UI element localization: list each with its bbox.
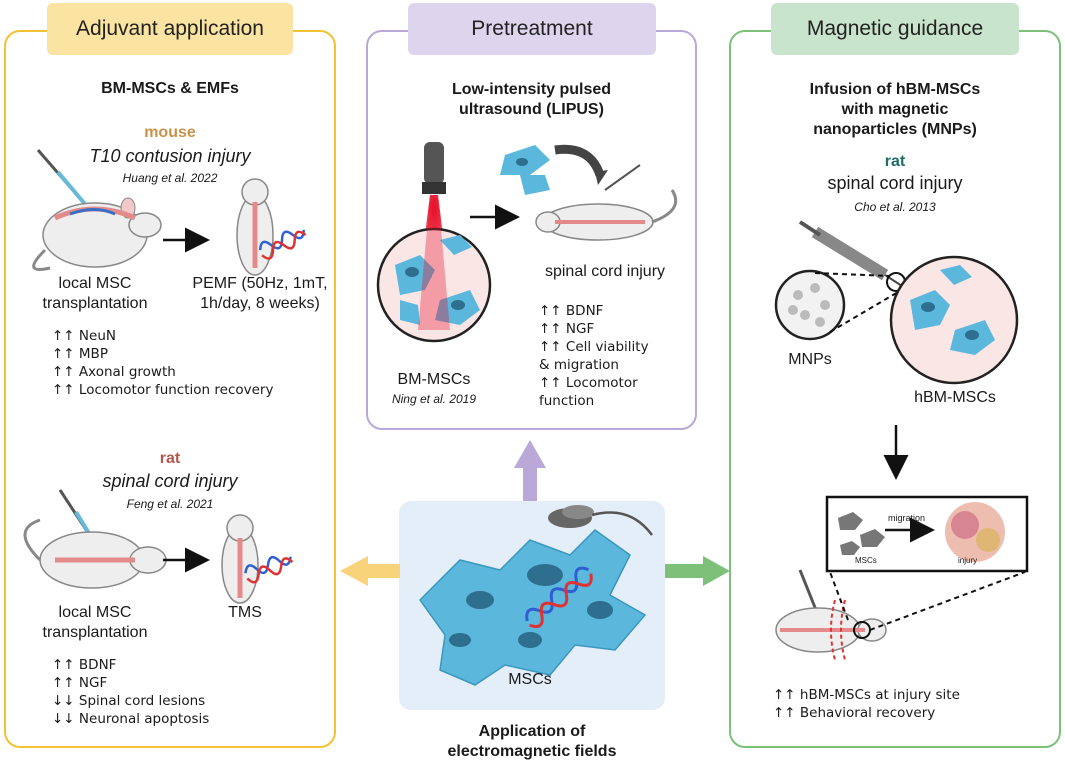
- bm-mscs-label: BM-MSCs: [397, 371, 471, 388]
- rat-right-label: TMS: [228, 604, 262, 621]
- mouse-right-label: PEMF (50Hz, 1mT, 1h/day, 8 weeks): [187, 274, 333, 314]
- arrow-to-pretreatment: [514, 440, 546, 501]
- inset-migration-label: migration: [888, 513, 926, 523]
- arrow-to-magnetic: [665, 556, 730, 586]
- rat-left-label: local MSC transplantation: [20, 603, 170, 643]
- effect-item: function: [539, 393, 595, 409]
- mouse-pemf-illustration: [236, 178, 307, 276]
- adjuvant-subtitle: BM-MSCs & EMFs: [101, 80, 239, 97]
- magnetic-injury-label: spinal cord injury: [827, 173, 963, 193]
- effect-item: ↑↑ NeuN: [52, 328, 116, 344]
- center-mscs-label: MSCs: [508, 671, 552, 688]
- pretreatment-effects-list: ↑↑ BDNF ↑↑ NGF ↑↑ Cell viability & migra…: [539, 302, 649, 410]
- mouse-left-label-line2: transplantation: [42, 295, 148, 312]
- bm-mscs-circle-illustration: [376, 195, 492, 343]
- rat-transplant-illustration: [23, 489, 167, 589]
- rat-left-label-line2: transplantation: [42, 624, 148, 641]
- effect-item: ↑↑ Locomotor: [539, 375, 638, 391]
- mouse-species-label: mouse: [144, 124, 196, 141]
- magnetic-effects-list: ↑↑ hBM-MSCs at injury site ↑↑ Behavioral…: [773, 686, 960, 722]
- rat-species-label-right: rat: [884, 153, 906, 170]
- effect-item: ↑↑ BDNF: [52, 657, 117, 673]
- mouse-right-label-line2: 1h/day, 8 weeks): [200, 295, 320, 312]
- effect-item: ↑↑ Locomotor function recovery: [52, 382, 274, 398]
- center-caption-line2: electromagnetic fields: [447, 743, 617, 760]
- center-mscs-illustration: [419, 505, 654, 686]
- magnetic-subtitle-line3: nanoparticles (MNPs): [813, 121, 977, 138]
- pretreatment-injury-label: spinal cord injury: [544, 263, 666, 280]
- mouse-left-label-line1: local MSC: [58, 275, 132, 292]
- migration-inset: [825, 495, 1029, 573]
- rat-left-label-line1: local MSC: [58, 604, 132, 621]
- arrow-to-adjuvant: [340, 556, 400, 586]
- magnetic-header: Magnetic guidance: [771, 3, 1019, 55]
- effect-item: ↑↑ NGF: [52, 675, 108, 691]
- magnetic-subtitle: Infusion of hBM-MSCs with magnetic nanop…: [729, 80, 1061, 140]
- syringe-mnps-illustration: [774, 220, 1019, 385]
- mouse-left-label: local MSC transplantation: [20, 274, 170, 314]
- effect-item: & migration: [539, 357, 619, 373]
- effect-item: ↓↓ Spinal cord lesions: [52, 693, 206, 709]
- adjuvant-panel: [4, 30, 336, 748]
- effect-item: ↑↑ Cell viability: [539, 339, 649, 355]
- magnetic-citation: Cho et al. 2013: [854, 200, 936, 214]
- rat-citation-left: Feng et al. 2021: [126, 497, 214, 511]
- lipus-rat-illustration: [500, 144, 678, 241]
- rat-effects-list: ↑↑ BDNF ↑↑ NGF ↓↓ Spinal cord lesions ↓↓…: [52, 656, 209, 728]
- center-caption: Application of electromagnetic fields: [400, 722, 664, 762]
- effect-item: ↑↑ MBP: [52, 346, 108, 362]
- adjuvant-header: Adjuvant application: [47, 3, 293, 55]
- pretreatment-header: Pretreatment: [408, 3, 656, 55]
- center-caption-line1: Application of: [478, 723, 586, 740]
- inset-injury-label: injury: [958, 556, 978, 565]
- effect-item: ↑↑ Behavioral recovery: [773, 705, 936, 721]
- magnetic-subtitle-line2: with magnetic: [841, 101, 949, 118]
- mouse-injury-label: T10 contusion injury: [89, 146, 251, 166]
- pretreatment-subtitle-line2: ultrasound (LIPUS): [459, 101, 604, 118]
- mouse-right-label-line1: PEMF (50Hz, 1mT,: [192, 275, 328, 292]
- mnps-label: MNPs: [788, 351, 832, 368]
- mouse-effects-list: ↑↑ NeuN ↑↑ MBP ↑↑ Axonal growth ↑↑ Locom…: [52, 327, 273, 399]
- pretreatment-citation: Ning et al. 2019: [391, 392, 477, 406]
- rat-injury-label-left: spinal cord injury: [102, 471, 238, 491]
- effect-item: ↑↑ BDNF: [539, 303, 604, 319]
- effect-item: ↓↓ Neuronal apoptosis: [52, 711, 210, 727]
- magnetic-rat-illustration: [775, 569, 1026, 661]
- rat-tms-illustration: [221, 514, 294, 604]
- mouse-transplant-illustration: [32, 149, 162, 271]
- effect-item: ↑↑ NGF: [539, 321, 595, 337]
- mouse-citation: Huang et al. 2022: [122, 171, 218, 185]
- magnetic-subtitle-line1: Infusion of hBM-MSCs: [809, 81, 981, 98]
- hbm-mscs-label: hBM-MSCs: [914, 389, 996, 406]
- effect-item: ↑↑ Axonal growth: [52, 364, 176, 380]
- effect-item: ↑↑ hBM-MSCs at injury site: [773, 687, 960, 703]
- pretreatment-subtitle-line1: Low-intensity pulsed: [451, 81, 612, 98]
- pretreatment-subtitle: Low-intensity pulsed ultrasound (LIPUS): [366, 80, 697, 120]
- rat-species-label-left: rat: [159, 450, 181, 467]
- inset-mscs-label: MSCs: [855, 556, 877, 565]
